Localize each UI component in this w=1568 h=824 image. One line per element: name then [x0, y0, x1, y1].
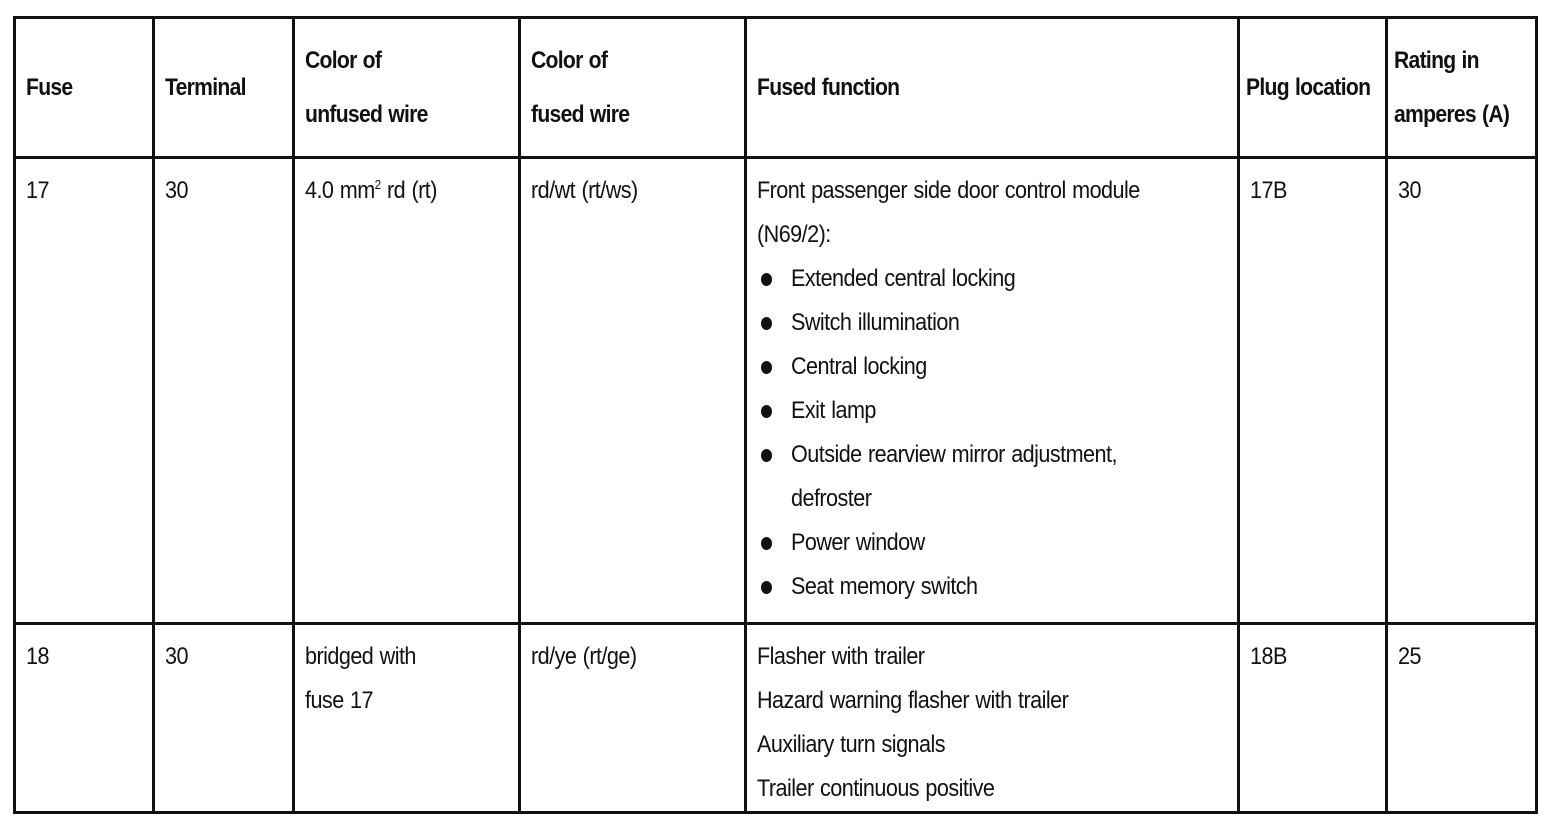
cell-plug-location: 17B — [1237, 156, 1388, 625]
bullet-dot-icon — [761, 449, 772, 462]
cell-rating: 30 — [1385, 156, 1538, 625]
header-row: Fuse Terminal Color of unfused wire Colo… — [13, 16, 1538, 159]
bullet-dot-icon — [761, 317, 772, 330]
cell-fused-function: Flasher with trailer Hazard warning flas… — [744, 622, 1240, 814]
unfused-wire-value: 4.0 mm2 rd (rt) — [305, 177, 437, 204]
header-unfused-wire-color: Color of unfused wire — [292, 16, 521, 159]
cell-unfused-wire: 4.0 mm2 rd (rt) — [292, 156, 521, 625]
unfused-wire-value: bridged with fuse 17 — [305, 643, 416, 714]
list-item: Switch illumination — [757, 301, 1233, 345]
bullet-dot-icon — [761, 361, 772, 374]
function-line-list: Flasher with trailer Hazard warning flas… — [757, 625, 1233, 811]
bullet-dot-icon — [761, 581, 772, 594]
bullet-dot-icon — [761, 537, 772, 550]
list-item: Exit lamp — [757, 389, 1233, 433]
header-terminal: Terminal — [152, 16, 295, 159]
bullet-dot-icon — [761, 405, 772, 418]
list-item: Trailer continuous positive — [757, 775, 995, 802]
cell-fuse: 17 — [13, 156, 155, 625]
list-item: Outside rearview mirror adjustment, defr… — [757, 433, 1233, 521]
cell-unfused-wire: bridged with fuse 17 — [292, 622, 521, 814]
header-plug-location: Plug location — [1237, 16, 1388, 159]
cell-fused-function: Front passenger side door control module… — [744, 156, 1240, 625]
list-item: Central locking — [757, 345, 1233, 389]
function-intro: Front passenger side door control module… — [757, 177, 1140, 248]
cell-fuse: 18 — [13, 622, 155, 814]
cell-terminal: 30 — [152, 156, 295, 625]
list-item: Auxiliary turn signals — [757, 731, 946, 758]
list-item: Hazard warning flasher with trailer — [757, 687, 1069, 714]
list-item: Flasher with trailer — [757, 643, 925, 670]
function-bullet-list: Extended central locking Switch illumina… — [757, 257, 1233, 609]
cell-plug-location: 18B — [1237, 622, 1388, 814]
cell-fused-wire: rd/ye (rt/ge) — [518, 622, 747, 814]
cell-rating: 25 — [1385, 622, 1538, 814]
list-item: Power window — [757, 521, 1233, 565]
table-row: 18 30 bridged with fuse 17 rd/ye (rt/ge)… — [13, 622, 1538, 814]
bullet-dot-icon — [761, 273, 772, 286]
header-rating: Rating in amperes (A) — [1385, 16, 1538, 159]
list-item: Seat memory switch — [757, 565, 1233, 609]
header-fused-function: Fused function — [744, 16, 1240, 159]
header-fused-wire-color: Color of fused wire — [518, 16, 747, 159]
fuse-table: Fuse Terminal Color of unfused wire Colo… — [13, 16, 1538, 814]
table-row: 17 30 4.0 mm2 rd (rt) rd/wt (rt/ws) Fron… — [13, 156, 1538, 625]
fuse-table-sheet: Fuse Terminal Color of unfused wire Colo… — [13, 16, 1538, 814]
list-item: Extended central locking — [757, 257, 1233, 301]
cell-terminal: 30 — [152, 622, 295, 814]
header-fuse: Fuse — [13, 16, 155, 159]
cell-fused-wire: rd/wt (rt/ws) — [518, 156, 747, 625]
